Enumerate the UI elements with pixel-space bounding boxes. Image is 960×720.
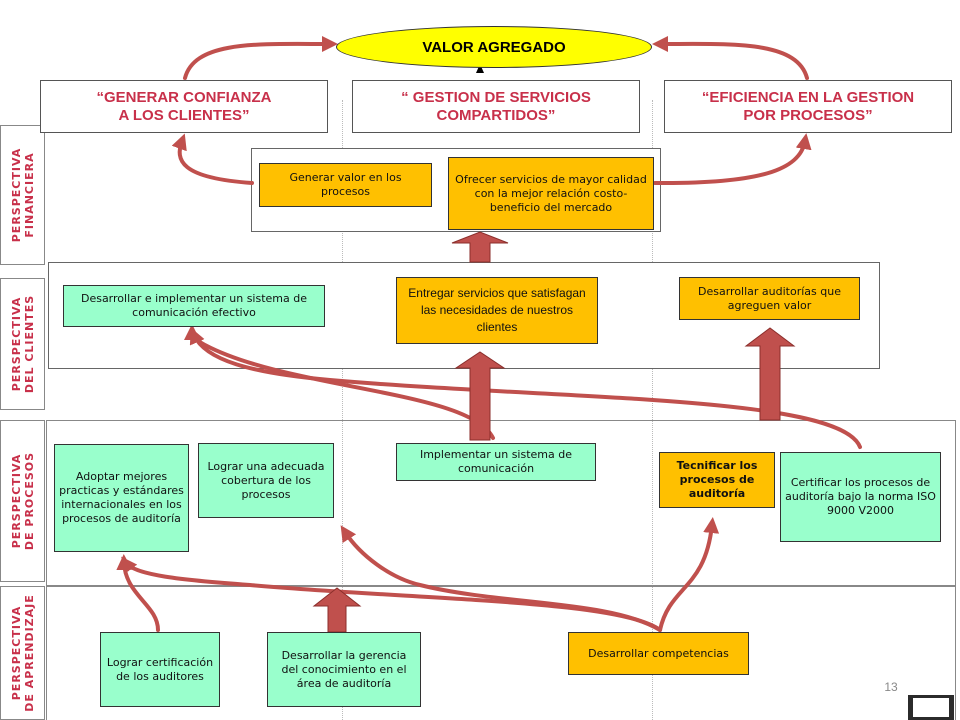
box-generar-valor: Generar valor en los procesos <box>259 163 432 207</box>
box-sistema-comunicacion-efectivo: Desarrollar e implementar un sistema de … <box>63 285 325 327</box>
page-number: 13 <box>884 680 898 694</box>
aprendizaje-band <box>46 586 956 720</box>
column-guide <box>652 100 653 720</box>
box-mejores-practicas: Adoptar mejores practicas y estándares i… <box>54 444 189 552</box>
valor-agregado-title: VALOR AGREGADO <box>336 26 652 68</box>
box-implementar-sistema: Implementar un sistema de comunicación <box>396 443 596 481</box>
box-gerencia-conocimiento: Desarrollar la gerencia del conocimiento… <box>267 632 421 707</box>
perspectiva-aprendizaje-label: PERSPECTIVA DE APRENDIZAJE <box>0 586 45 720</box>
box-auditorias-valor: Desarrollar auditorías que agreguen valo… <box>679 277 860 320</box>
perspectiva-procesos-label: PERSPECTIVA DE PROCESOS <box>0 420 45 582</box>
box-ofrecer-servicios: Ofrecer servicios de mayor calidad con l… <box>448 157 654 230</box>
perspectiva-financiera-label: PERSPECTIVA FINANCIERA <box>0 125 45 265</box>
header-gestion-servicios: “ GESTION DE SERVICIOS COMPARTIDOS” <box>352 80 640 133</box>
box-cobertura: Lograr una adecuada cobertura de los pro… <box>198 443 334 518</box>
box-desarrollar-competencias: Desarrollar competencias <box>568 632 749 675</box>
box-lograr-certificacion: Lograr certificación de los auditores <box>100 632 220 707</box>
box-entregar-servicios: Entregar servicios que satisfagan las ne… <box>396 277 598 344</box>
slide-nav-button[interactable] <box>908 695 954 720</box>
box-certificar: Certificar los procesos de auditoría baj… <box>780 452 941 542</box>
header-eficiencia-gestion: “EFICIENCIA EN LA GESTION POR PROCESOS” <box>664 80 952 133</box>
box-tecnificar: Tecnificar los procesos de auditoría <box>659 452 775 508</box>
procesos-band <box>46 420 956 586</box>
header-generar-confianza: “GENERAR CONFIANZA A LOS CLIENTES” <box>40 80 328 133</box>
perspectiva-clientes-label: PERSPECTIVA DEL CLIENTES <box>0 278 45 410</box>
column-guide <box>342 100 343 720</box>
